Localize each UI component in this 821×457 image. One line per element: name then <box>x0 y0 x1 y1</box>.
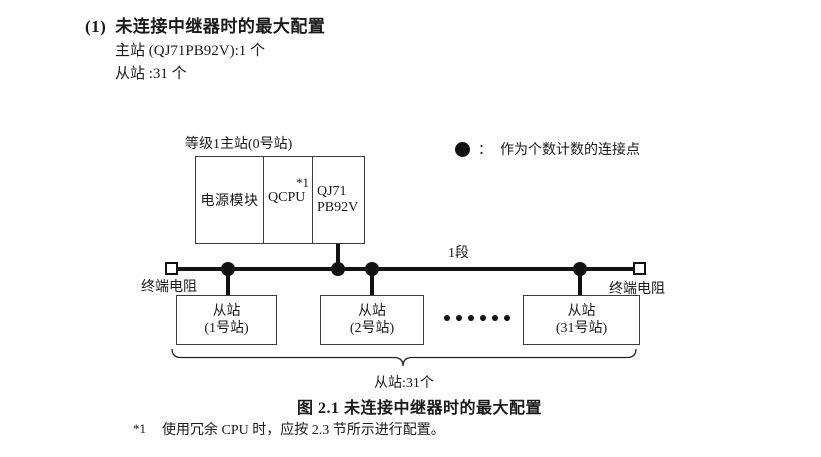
legend-colon: ： <box>478 143 492 158</box>
qcpu-label: QCPU <box>268 190 306 205</box>
slave2-line1: 从站 <box>358 303 386 319</box>
slave-count-line: 从站 :31 个 <box>115 66 187 82</box>
master-count-line: 主站 (QJ71PB92V):1 个 <box>115 43 266 59</box>
legend: ： 作为个数计数的连接点 <box>455 139 640 159</box>
slave2-line2: (2号站) <box>349 321 395 336</box>
master-station-box: 电源模块 *1 QCPU QJ71 PB92V <box>195 156 365 244</box>
slave31-drop-line <box>578 270 582 295</box>
connection-dot-icon <box>221 262 235 276</box>
ellipsis-dots-icon <box>444 315 510 321</box>
section-heading: (1) 未连接中继器时的最大配置 <box>85 12 325 37</box>
connection-dot-legend-icon <box>455 141 470 157</box>
slave1-line2: (1号站) <box>204 321 249 336</box>
connection-dot-icon <box>573 262 587 276</box>
slave31-line1: 从站 <box>567 303 596 319</box>
footnote-ref: *1 <box>296 175 309 190</box>
slave-total-label: 从站:31个 <box>374 376 434 391</box>
terminator-left-icon <box>165 262 178 275</box>
master-station-label: 等级1主站(0号站) <box>185 137 293 152</box>
slave1-line1: 从站 <box>212 303 241 319</box>
footnote-marker: *1 <box>133 421 146 436</box>
connection-dot-icon <box>365 262 379 276</box>
power-module-cell: 电源模块 <box>196 157 264 243</box>
pb92v-line2: PB92V <box>317 200 359 215</box>
pb92v-cell: QJ71 PB92V <box>313 157 363 243</box>
master-drop-line <box>336 244 340 268</box>
brace-icon <box>171 348 637 367</box>
qcpu-cell: *1 QCPU <box>264 157 313 243</box>
figure-caption: 图 2.1 未连接中继器时的最大配置 <box>297 400 543 417</box>
footnote-text: 使用冗余 CPU 时，应按 2.3 节所示进行配置。 <box>162 423 445 438</box>
slave-box-1: 从站 (1号站) <box>176 295 277 345</box>
slave2-drop-line <box>370 270 374 295</box>
connection-dot-icon <box>331 262 345 276</box>
terminator-right-icon <box>633 262 646 275</box>
section-title: 未连接中继器时的最大配置 <box>115 17 326 36</box>
legend-text: 作为个数计数的连接点 <box>500 143 640 158</box>
slave-box-31: 从站 (31号站) <box>523 295 640 345</box>
pb92v-line1: QJ71 <box>317 183 347 199</box>
terminator-left-label: 终端电阻 <box>141 280 197 295</box>
section-number: (1) <box>85 17 107 36</box>
slave1-drop-line <box>226 270 230 295</box>
terminator-right-label: 终端电阻 <box>609 282 665 297</box>
slave-box-2: 从站 (2号站) <box>320 295 424 345</box>
segment-label: 1段 <box>448 246 469 261</box>
slave31-line2: (31号站) <box>555 321 608 336</box>
bus-line <box>177 267 635 271</box>
